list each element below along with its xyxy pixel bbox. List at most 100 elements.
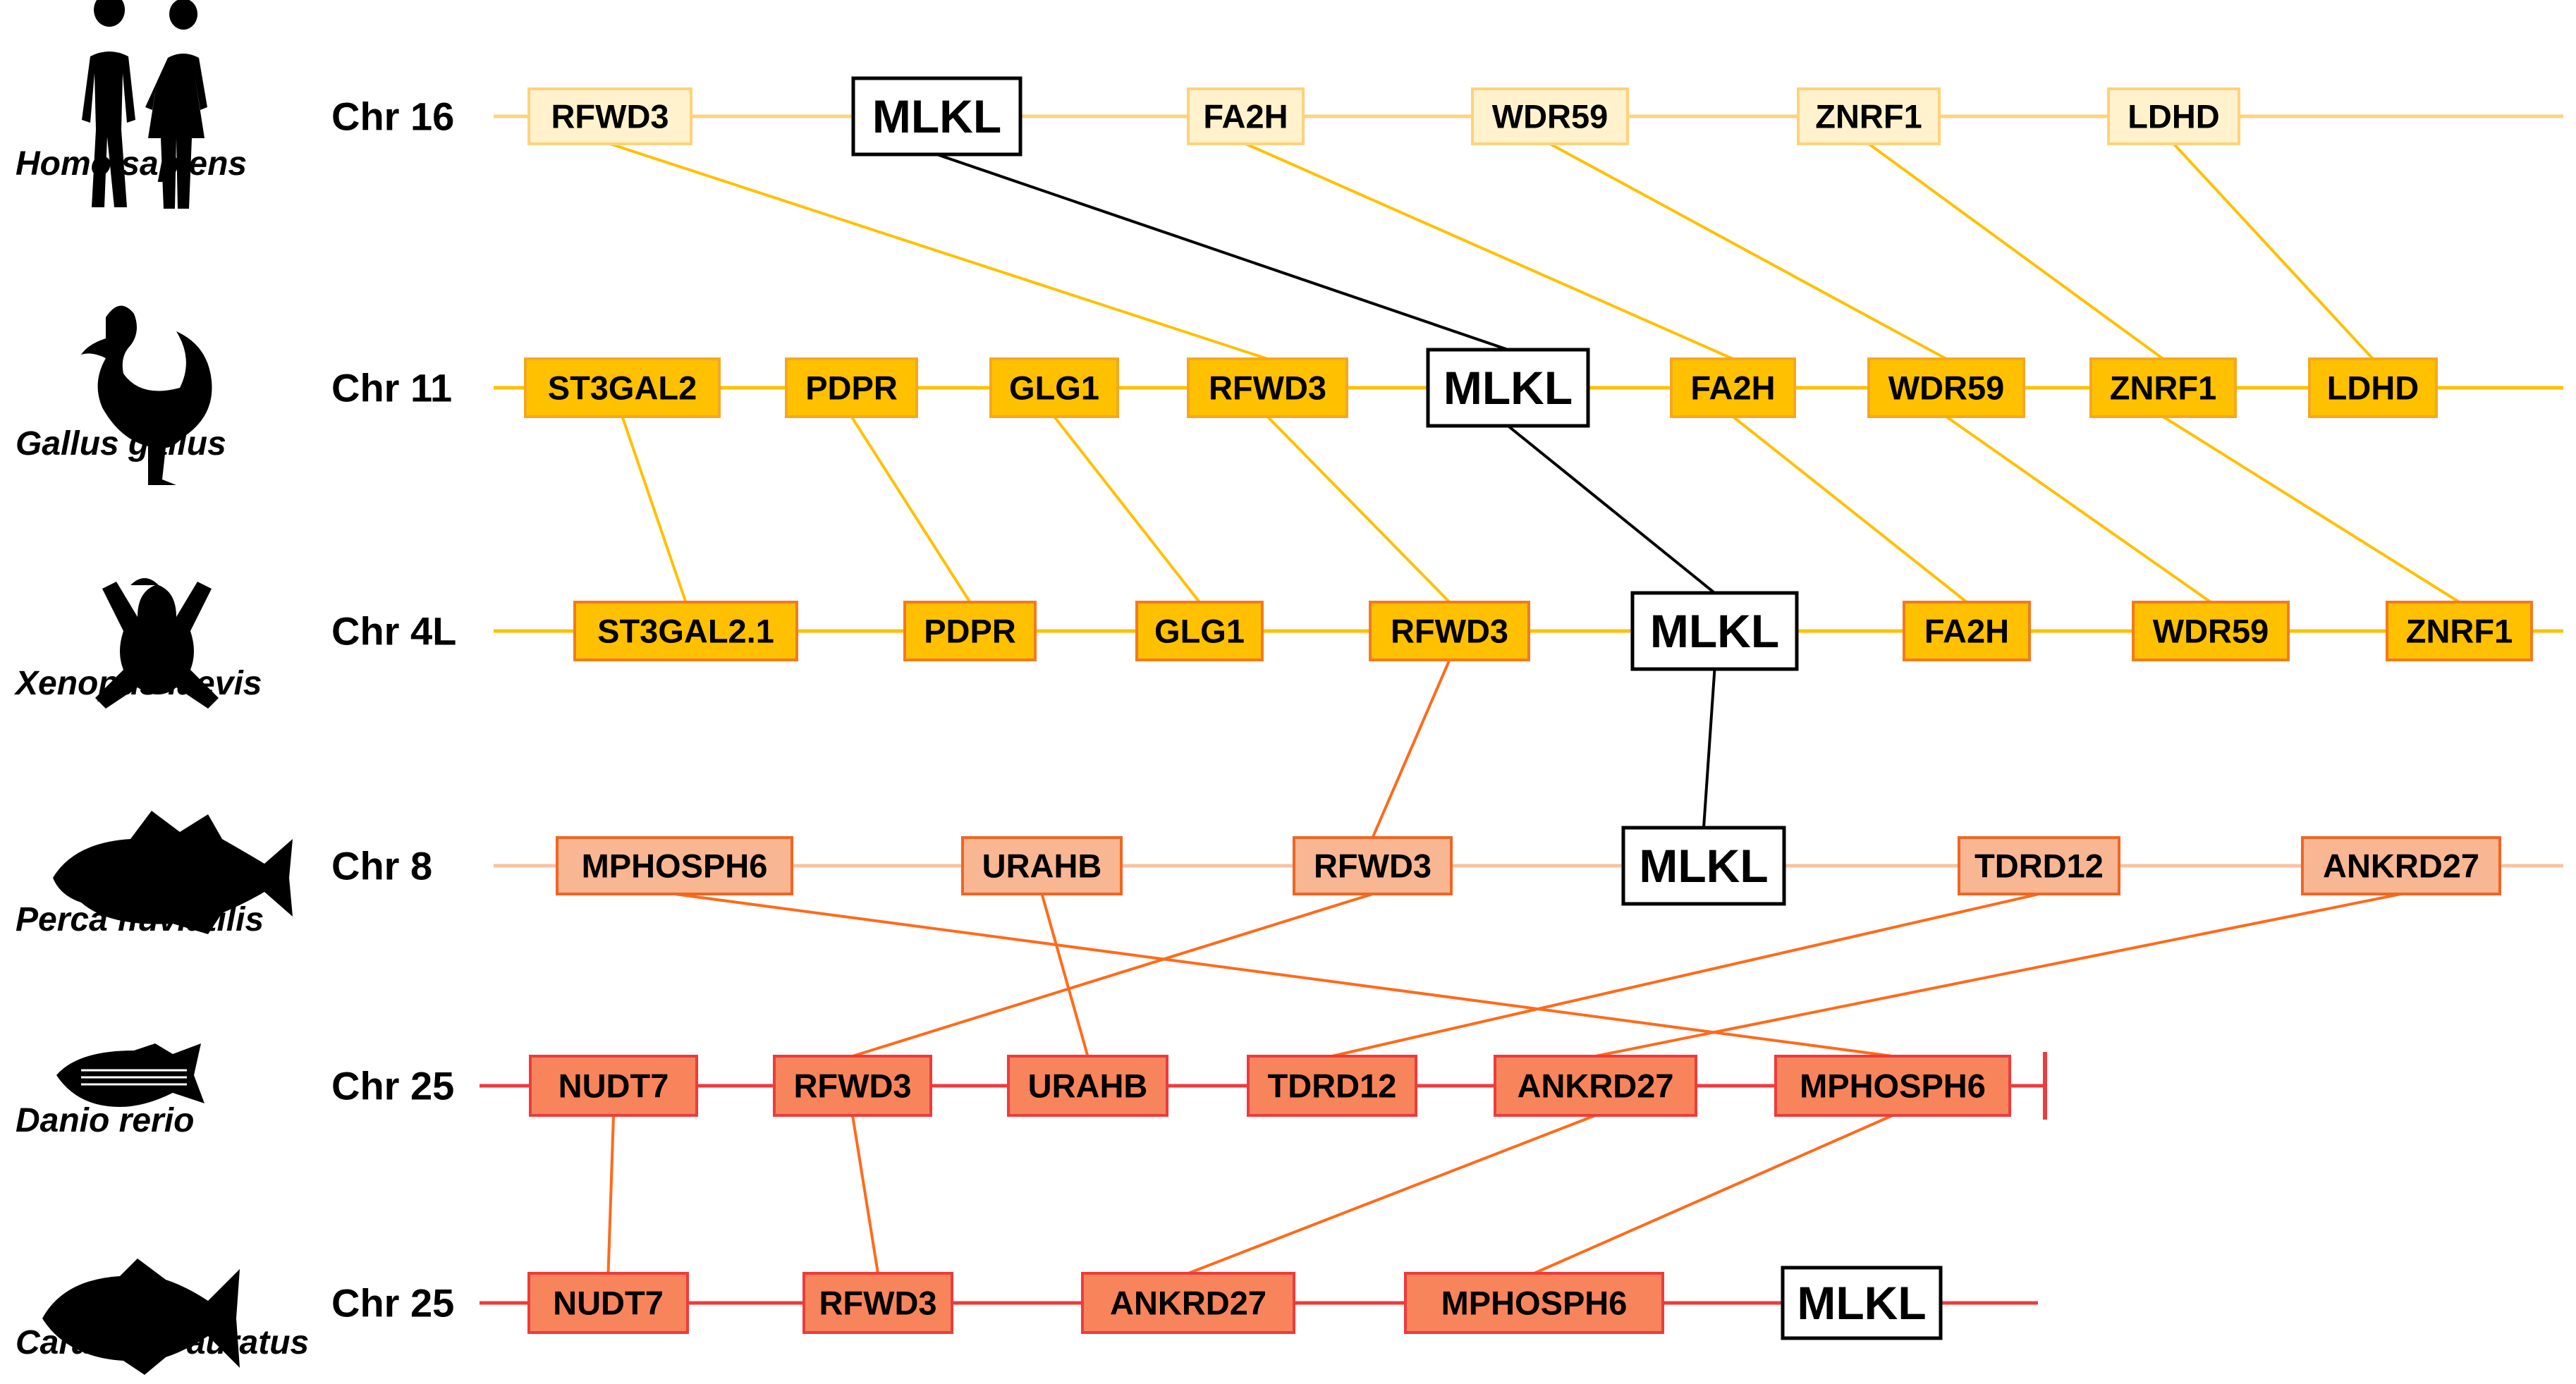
gene-box-rfwd3[interactable]: RFWD3 xyxy=(802,1272,953,1334)
gene-label: ZNRF1 xyxy=(2406,613,2513,650)
gene-box-rect xyxy=(529,1055,698,1117)
track-gallus: ST3GAL2 PDPR GLG1 RFWD3 MLKL FA2H WDR59 ZNRF1 LD… xyxy=(494,348,2563,428)
gene-box-rect xyxy=(961,836,1123,895)
gene-box-rect xyxy=(1774,1055,2011,1117)
synteny-link-g-WDR59-to-x-WDR59 xyxy=(1945,415,2212,604)
gene-box-ankrd27[interactable]: ANKRD27 xyxy=(2301,836,2501,895)
gene-box-st3gal2.1[interactable]: ST3GAL2.1 xyxy=(573,601,798,661)
gene-box-rect xyxy=(2132,601,2290,661)
gene-label: MLKL xyxy=(1639,840,1768,892)
gene-label: ST3GAL2 xyxy=(548,369,697,407)
chromosome-label: Chr 25 xyxy=(331,1281,454,1325)
gene-box-fa2h[interactable]: FA2H xyxy=(1187,87,1305,145)
synteny-link-d-RFWD3-to-c-RFWD3 xyxy=(851,1115,879,1274)
gene-label: ANKRD27 xyxy=(1518,1067,1674,1105)
gene-box-rect xyxy=(573,601,798,661)
chromosome-label: Chr 25 xyxy=(331,1064,454,1108)
gene-label: ANKRD27 xyxy=(1110,1285,1266,1322)
gene-box-mlkl[interactable]: MLKL xyxy=(1426,348,1590,428)
synteny-link-h-WDR59-to-g-WDR59 xyxy=(1549,142,1947,360)
gene-label: RFWD3 xyxy=(551,98,669,135)
gene-box-rfwd3[interactable]: RFWD3 xyxy=(1369,601,1530,661)
zebrafish-silhouette-icon xyxy=(56,1043,205,1107)
gene-box-rect xyxy=(903,601,1037,661)
gene-box-rect xyxy=(1958,836,2120,895)
synteny-link-g-FA2H-to-x-FA2H xyxy=(1732,415,1968,604)
gene-box-st3gal2[interactable]: ST3GAL2 xyxy=(524,357,721,418)
track-carassius: NUDT7 RFWD3 ANKRD27 MPHOSPH6 MLKL xyxy=(480,1266,2038,1340)
gene-box-tdrd12[interactable]: TDRD12 xyxy=(1958,836,2120,895)
gene-box-rect xyxy=(1404,1272,1664,1334)
gene-label: NUDT7 xyxy=(553,1285,664,1322)
gene-box-pdpr[interactable]: PDPR xyxy=(903,601,1037,661)
gene-box-fa2h[interactable]: FA2H xyxy=(1670,357,1796,418)
gene-label: MLKL xyxy=(1650,605,1779,657)
gene-box-pdpr[interactable]: PDPR xyxy=(785,357,918,418)
gene-box-rect xyxy=(1471,87,1629,145)
gene-box-ankrd27[interactable]: ANKRD27 xyxy=(1081,1272,1295,1334)
gene-box-mlkl[interactable]: MLKL xyxy=(1781,1266,1943,1340)
gene-box-rect xyxy=(1293,836,1453,895)
gene-box-nudt7[interactable]: NUDT7 xyxy=(527,1272,689,1334)
gene-label: RFWD3 xyxy=(1391,613,1508,650)
gene-box-rect xyxy=(2107,87,2240,145)
gene-box-mlkl[interactable]: MLKL xyxy=(851,76,1023,157)
synteny-link-g-ST3GAL2-to-x-ST3GAL2.1 xyxy=(621,416,688,603)
rooster-silhouette-icon xyxy=(81,305,212,485)
gene-box-ldhd[interactable]: LDHD xyxy=(2308,357,2438,418)
synteny-link-p-MPHOSPH6-to-d-MPHOSPH6 xyxy=(674,893,1893,1058)
gene-box-mphosph6[interactable]: MPHOSPH6 xyxy=(1404,1272,1664,1334)
gene-box-mphosph6[interactable]: MPHOSPH6 xyxy=(1774,1055,2011,1117)
gene-box-wdr59[interactable]: WDR59 xyxy=(2132,601,2290,661)
gene-box-rect xyxy=(1630,591,1799,671)
gene-box-mlkl[interactable]: MLKL xyxy=(1621,826,1786,906)
gene-box-rect xyxy=(2089,357,2237,418)
gene-box-rect xyxy=(2301,836,2501,895)
gene-box-rect xyxy=(1135,601,1264,661)
gene-box-ldhd[interactable]: LDHD xyxy=(2107,87,2240,145)
synteny-link-g-ZNRF1-to-x-ZNRF1 xyxy=(2162,415,2460,604)
gene-box-tdrd12[interactable]: TDRD12 xyxy=(1247,1055,1417,1117)
chromosome-label: Chr 11 xyxy=(331,366,452,410)
gene-box-wdr59[interactable]: WDR59 xyxy=(1471,87,1629,145)
gene-box-mphosph6[interactable]: MPHOSPH6 xyxy=(556,836,793,895)
gene-label: MLKL xyxy=(872,90,1001,142)
gene-box-glg1[interactable]: GLG1 xyxy=(1135,601,1264,661)
gene-box-rfwd3[interactable]: RFWD3 xyxy=(1187,357,1348,418)
species-name: Danio rerio xyxy=(16,1102,194,1139)
gene-box-znrf1[interactable]: ZNRF1 xyxy=(2089,357,2237,418)
synteny-link-h-MLKL-to-g-MLKL xyxy=(936,153,1509,351)
gene-box-ankrd27[interactable]: ANKRD27 xyxy=(1494,1055,1697,1117)
gene-label: FA2H xyxy=(1924,613,2009,650)
gene-box-rect xyxy=(556,836,793,895)
gene-label: ST3GAL2.1 xyxy=(597,613,774,650)
gene-box-rect xyxy=(1081,1272,1295,1334)
perch-silhouette-icon xyxy=(53,811,293,934)
gene-box-rect xyxy=(527,1272,689,1334)
gene-box-nudt7[interactable]: NUDT7 xyxy=(529,1055,698,1117)
gene-box-rect xyxy=(1369,601,1530,661)
gene-box-rect xyxy=(1621,826,1786,906)
synteny-link-x-MLKL-to-p-MLKL xyxy=(1702,668,1716,828)
gene-label: MLKL xyxy=(1797,1277,1926,1329)
gene-box-znrf1[interactable]: ZNRF1 xyxy=(2386,601,2533,661)
gene-box-rfwd3[interactable]: RFWD3 xyxy=(773,1055,932,1117)
gene-label: URAHB xyxy=(1028,1067,1148,1105)
gene-box-urahb[interactable]: URAHB xyxy=(1007,1055,1168,1117)
gene-label: PDPR xyxy=(805,369,898,407)
gene-box-wdr59[interactable]: WDR59 xyxy=(1867,357,2025,418)
gene-box-rect xyxy=(524,357,721,418)
gene-box-znrf1[interactable]: ZNRF1 xyxy=(1797,87,1941,145)
gene-box-fa2h[interactable]: FA2H xyxy=(1903,601,2031,661)
gene-box-urahb[interactable]: URAHB xyxy=(961,836,1123,895)
gene-box-glg1[interactable]: GLG1 xyxy=(989,357,1119,418)
chromosome-label: Chr 8 xyxy=(331,844,432,888)
gene-box-mlkl[interactable]: MLKL xyxy=(1630,591,1799,671)
gene-box-rfwd3[interactable]: RFWD3 xyxy=(527,87,692,145)
track-homo: RFWD3 MLKL FA2H WDR59 ZNRF1 LDHD xyxy=(494,76,2563,157)
gene-box-rfwd3[interactable]: RFWD3 xyxy=(1293,836,1453,895)
gene-label: URAHB xyxy=(982,847,1102,885)
gene-box-rect xyxy=(1187,87,1305,145)
synteny-link-h-LDHD-to-g-LDHD xyxy=(2173,142,2374,360)
